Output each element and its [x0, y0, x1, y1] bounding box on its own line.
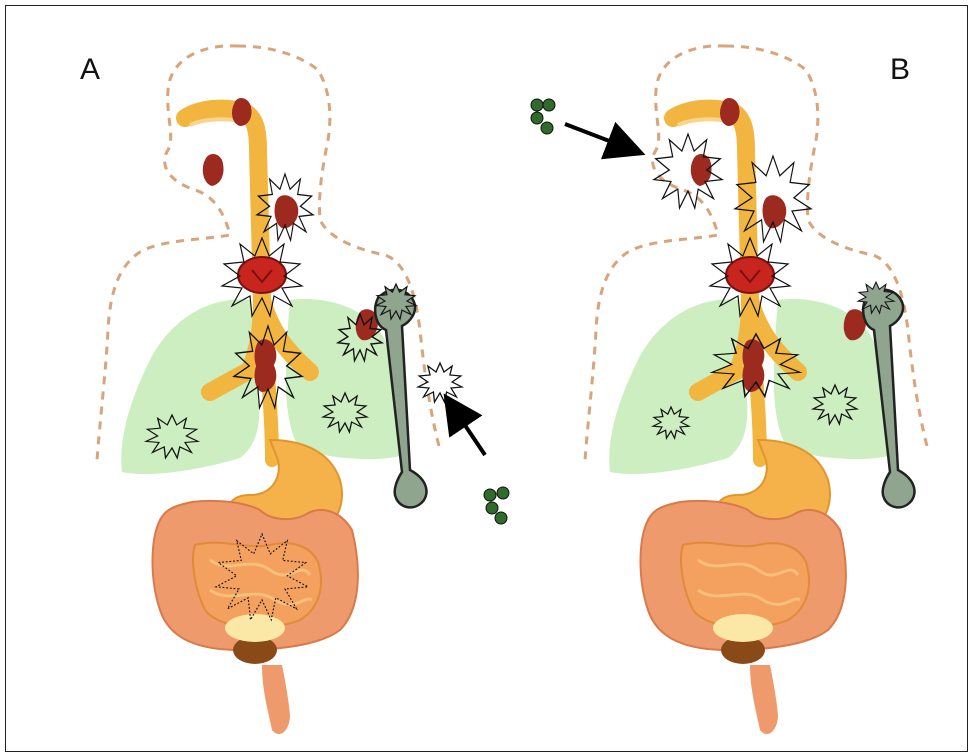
particle-cluster-icon: [531, 99, 555, 134]
panel-b-anatomy: [585, 46, 928, 734]
particle-cluster-icon: [484, 487, 509, 524]
arrow-icon: [448, 400, 485, 455]
arrow-icon: [565, 124, 638, 152]
panel-label-b: B: [890, 55, 910, 85]
panel-b: [585, 46, 928, 734]
starburst-lesion-icon: [654, 134, 722, 208]
panel-a: [97, 46, 509, 734]
panel-label-a: A: [80, 55, 100, 85]
